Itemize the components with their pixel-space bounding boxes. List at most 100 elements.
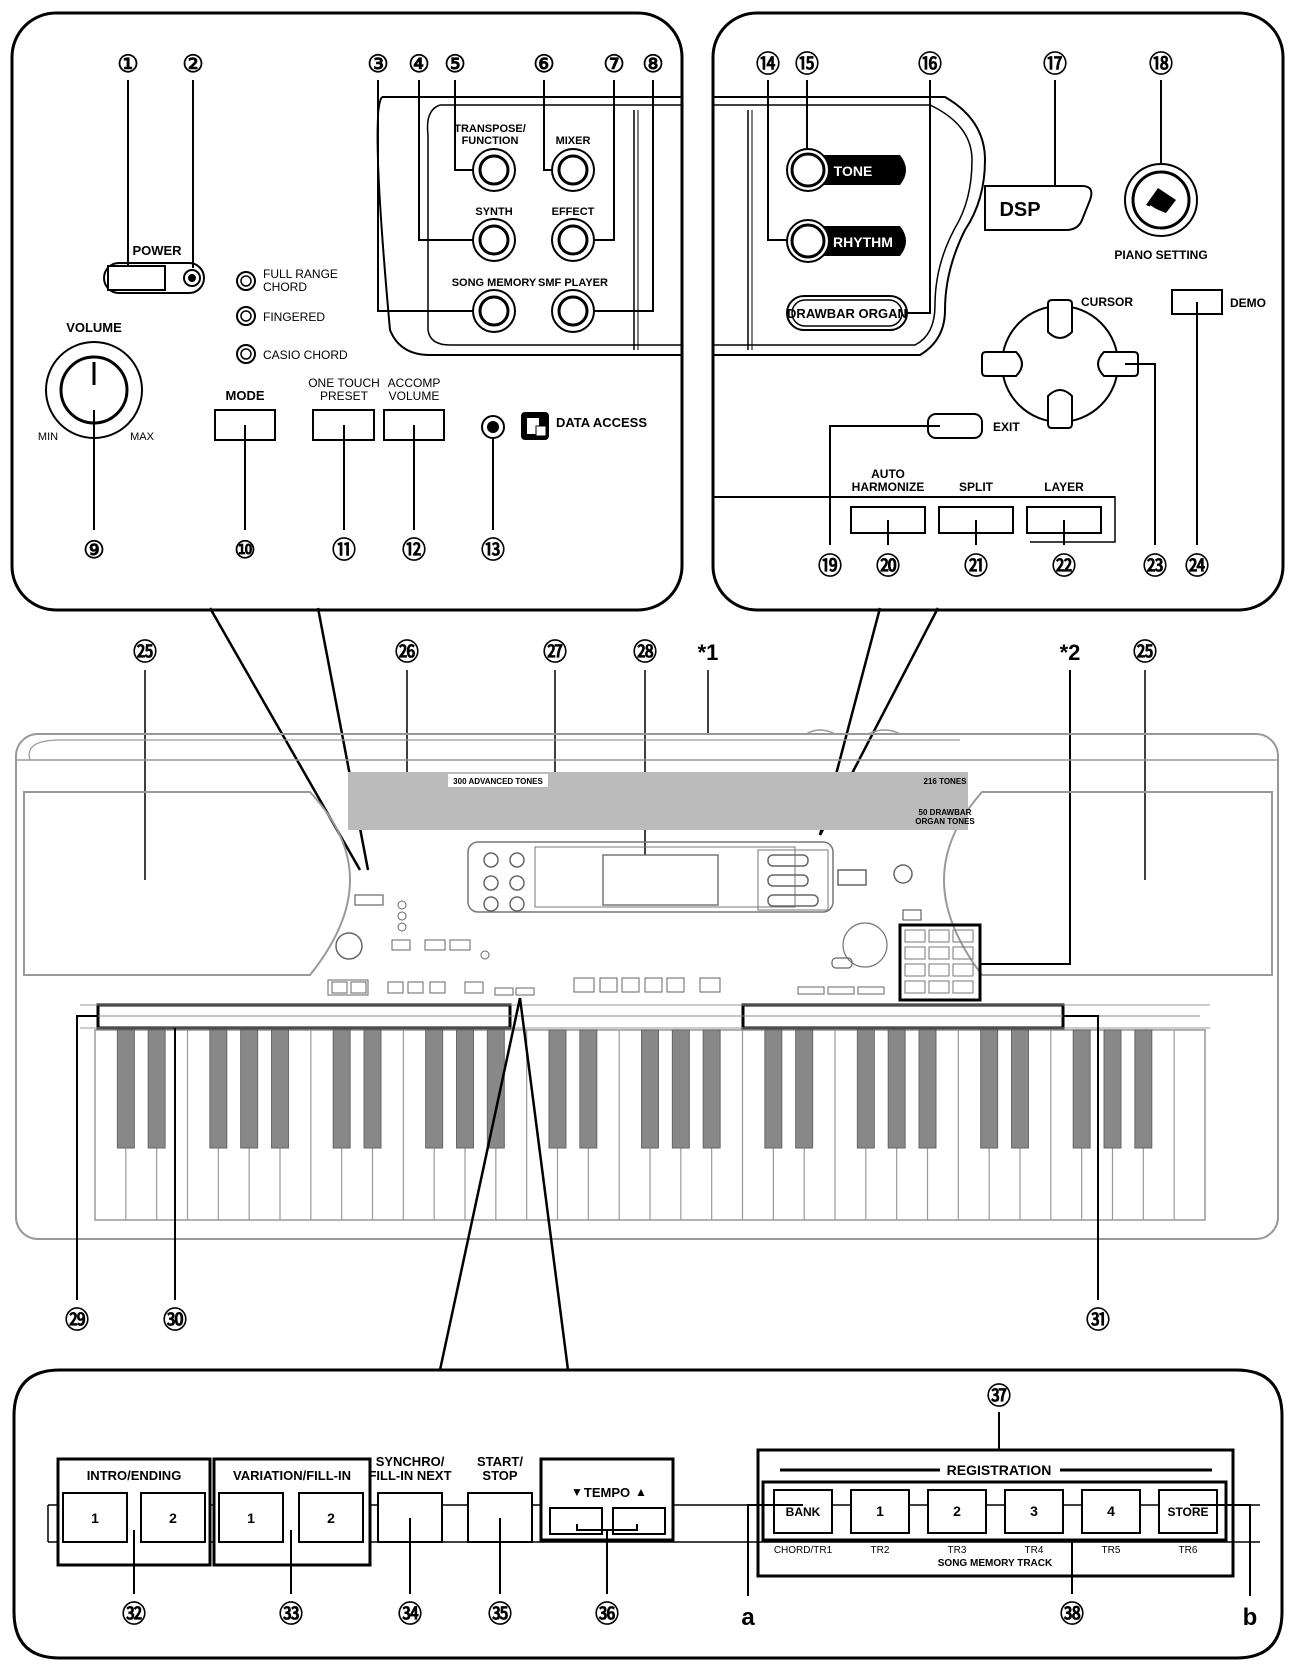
black-key[interactable]: [702, 1029, 721, 1149]
callout-26: ㉖: [395, 638, 419, 666]
black-key[interactable]: [1011, 1029, 1029, 1149]
accomp-label-2: VOLUME: [389, 389, 440, 403]
callout-6: ⑥: [533, 51, 555, 78]
registration-1-button[interactable]: [850, 1489, 910, 1534]
track-tr2-label: TR2: [871, 1545, 890, 1556]
cursor-label: CURSOR: [1081, 295, 1133, 309]
variation-fillin-1-button[interactable]: [218, 1492, 284, 1543]
black-key[interactable]: [795, 1029, 814, 1149]
black-key[interactable]: [887, 1029, 906, 1149]
tone-button[interactable]: [790, 152, 826, 188]
callout-29: ㉙: [65, 1306, 89, 1334]
callout-5: ⑤: [444, 51, 466, 78]
black-key[interactable]: [116, 1029, 135, 1149]
registration-1-label: 1: [876, 1503, 884, 1519]
black-key[interactable]: [1072, 1029, 1091, 1149]
keyboard-body: ㉕ ㉖ ㉗ ㉘ *1 *2 ㉕ 300 ADVANCED TONES 216 T…: [15, 638, 1279, 1371]
black-key[interactable]: [764, 1029, 783, 1149]
casio-chord-label: CASIO CHORD: [263, 348, 348, 362]
mixer-label: MIXER: [556, 135, 591, 147]
black-key[interactable]: [147, 1029, 166, 1149]
intro-ending-1-label: 1: [91, 1510, 99, 1526]
black-key[interactable]: [671, 1029, 690, 1149]
cursor-right-button[interactable]: [1097, 351, 1139, 377]
black-key[interactable]: [548, 1029, 567, 1149]
registration-3-button[interactable]: [1004, 1489, 1064, 1534]
drawbar-organ-button[interactable]: [786, 295, 908, 331]
auto-harmonize-label-1: AUTO: [871, 467, 905, 481]
rhythm-button[interactable]: [790, 223, 826, 259]
black-key[interactable]: [240, 1029, 259, 1149]
dsp-button[interactable]: [984, 185, 1093, 231]
cursor-down-button[interactable]: [1047, 389, 1073, 429]
zoom-lines: [208, 607, 940, 871]
black-key[interactable]: [579, 1029, 598, 1149]
full-range-chord-led: [236, 271, 256, 291]
bank-button[interactable]: [773, 1489, 833, 1534]
black-key[interactable]: [332, 1029, 351, 1149]
accomp-label-1: ACCOMP: [388, 376, 441, 390]
fingered-led: [236, 306, 256, 326]
lcd-display: [602, 854, 719, 906]
callout-15: ⑮: [795, 50, 819, 78]
callout-37: ㊲: [987, 1382, 1011, 1410]
star-1-note: *1: [698, 640, 719, 665]
callout-14: ⑭: [756, 50, 780, 78]
fingered-label: FINGERED: [263, 310, 325, 324]
song-memory-label: SONG MEMORY: [452, 277, 537, 289]
black-key[interactable]: [1134, 1029, 1153, 1149]
variation-fillin-2-button[interactable]: [298, 1492, 364, 1543]
layer-label: LAYER: [1044, 480, 1084, 494]
intro-ending-1-button[interactable]: [62, 1492, 128, 1543]
bank-label: BANK: [786, 1505, 821, 1519]
black-key[interactable]: [918, 1029, 937, 1149]
full-range-chord-label-2: CHORD: [263, 280, 307, 294]
tempo-label: TEMPO: [584, 1485, 630, 1500]
variation-fillin-label: VARIATION/FILL-IN: [233, 1468, 351, 1483]
store-button[interactable]: [1158, 1489, 1218, 1534]
start-stop-label-2: STOP: [482, 1468, 517, 1483]
registration-2-button[interactable]: [927, 1489, 987, 1534]
black-key[interactable]: [271, 1029, 289, 1149]
drawbar-tones-label-1: 50 DRAWBAR: [919, 808, 972, 817]
callout-12: ⑫: [402, 536, 426, 564]
callout-1: ①: [117, 51, 139, 78]
dsp-label: DSP: [999, 199, 1040, 221]
drawbar-organ-label: DRAWBAR ORGAN: [787, 306, 907, 321]
callout-36: ㊱: [595, 1600, 619, 1628]
black-key[interactable]: [980, 1029, 999, 1149]
registration-4-label: 4: [1107, 1503, 1115, 1519]
track-tr5-label: TR5: [1102, 1545, 1121, 1556]
data-access-label: DATA ACCESS: [556, 415, 647, 430]
callout-33: ㉝: [279, 1600, 303, 1628]
black-key[interactable]: [856, 1029, 875, 1149]
intro-ending-2-button[interactable]: [140, 1492, 206, 1543]
smf-player-label: SMF PLAYER: [538, 277, 608, 289]
piano-icon: [1146, 188, 1176, 215]
black-key[interactable]: [456, 1029, 474, 1149]
black-key[interactable]: [1103, 1029, 1122, 1149]
auto-harmonize-label-2: HARMONIZE: [852, 480, 925, 494]
black-key[interactable]: [641, 1029, 659, 1149]
callout-9: ⑨: [83, 537, 105, 564]
cursor-left-button[interactable]: [981, 351, 1023, 377]
callout-8: ⑧: [642, 51, 664, 78]
track-tr6-label: TR6: [1179, 1545, 1198, 1556]
cursor-up-button[interactable]: [1047, 299, 1073, 339]
216-tones-label: 216 TONES: [924, 777, 968, 786]
callout-16: ⑯: [918, 50, 942, 78]
synchro-label-2: FILL-IN NEXT: [368, 1468, 451, 1483]
transpose-label-1: TRANSPOSE/: [454, 123, 526, 135]
registration-2-label: 2: [953, 1503, 961, 1519]
callout-a: a: [741, 1604, 755, 1631]
callout-19: ⑲: [818, 552, 842, 580]
power-button[interactable]: [107, 265, 166, 291]
black-key[interactable]: [363, 1029, 382, 1149]
registration-4-button[interactable]: [1081, 1489, 1141, 1534]
bottom-panel: INTRO/ENDING 1 2 ㉜ VARIATION/FILL-IN 1 2…: [12, 1368, 1284, 1660]
tempo-up-arrow-icon: ▲: [635, 1485, 647, 1499]
black-key[interactable]: [425, 1029, 444, 1149]
demo-label: DEMO: [1230, 296, 1266, 310]
black-key[interactable]: [209, 1029, 228, 1149]
black-key[interactable]: [486, 1029, 505, 1149]
